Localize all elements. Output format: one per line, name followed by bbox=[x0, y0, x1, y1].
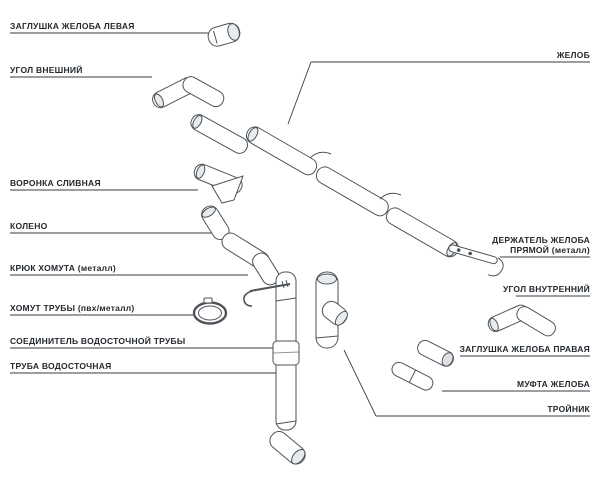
label-downpipe: ТРУБА ВОДОСТОЧНАЯ bbox=[10, 361, 112, 371]
label-tee: ТРОЙНИК bbox=[547, 404, 590, 414]
label-pipe-clamp: ХОМУТ ТРУБЫ (пвх/металл) bbox=[10, 303, 135, 313]
label-funnel: ВОРОНКА СЛИВНАЯ bbox=[10, 178, 101, 188]
part-clamp-hook-icon bbox=[243, 279, 291, 307]
part-corner-inner-icon bbox=[487, 304, 556, 337]
label-corner-inner: УГОЛ ВНУТРЕННИЙ bbox=[502, 284, 590, 294]
leader-gutter-diagonal bbox=[287, 61, 312, 125]
part-gutter-cap-right-icon bbox=[417, 339, 454, 367]
part-gutter-bracket-icon bbox=[379, 192, 402, 200]
part-gutter-run-icon bbox=[245, 126, 459, 258]
label-gutter-cap-left: ЗАГЛУШКА ЖЕЛОБА ЛЕВАЯ bbox=[10, 21, 135, 31]
part-elbow-upper-icon bbox=[201, 205, 230, 241]
part-downpipe-icon bbox=[269, 271, 306, 465]
part-gutter-cap-left-icon bbox=[207, 22, 241, 47]
part-tee-icon bbox=[315, 271, 348, 349]
part-corner-outer-icon bbox=[152, 76, 225, 109]
part-funnel-icon bbox=[193, 163, 244, 204]
label-holder-straight: ДЕРЖАТЕЛЬ ЖЕЛОБА ПРЯМОЙ (металл) bbox=[492, 235, 590, 255]
label-gutter-cap-right: ЗАГЛУШКА ЖЕЛОБА ПРАВАЯ bbox=[459, 344, 590, 354]
part-holder-straight-icon bbox=[448, 244, 504, 277]
leader-lines bbox=[10, 32, 590, 417]
part-gutter-bracket-icon bbox=[309, 151, 332, 159]
part-pipe-clamp-icon bbox=[192, 297, 228, 325]
part-elbow-lower-icon bbox=[252, 252, 280, 286]
label-clamp-hook: КРЮК ХОМУТА (металл) bbox=[10, 263, 117, 273]
part-gutter-sleeve-icon bbox=[391, 361, 434, 391]
label-gutter: ЖЕЛОБ bbox=[556, 50, 590, 60]
label-elbow: КОЛЕНО bbox=[10, 221, 48, 231]
part-gutter-segment-icon bbox=[190, 114, 249, 154]
label-corner-outer: УГОЛ ВНЕШНИЙ bbox=[10, 65, 83, 75]
leader-tee-diagonal bbox=[343, 349, 377, 417]
label-gutter-sleeve: МУФТА ЖЕЛОБА bbox=[517, 379, 590, 389]
label-pipe-connector: СОЕДИНИТЕЛЬ ВОДОСТОЧНОЙ ТРУБЫ bbox=[10, 336, 186, 346]
